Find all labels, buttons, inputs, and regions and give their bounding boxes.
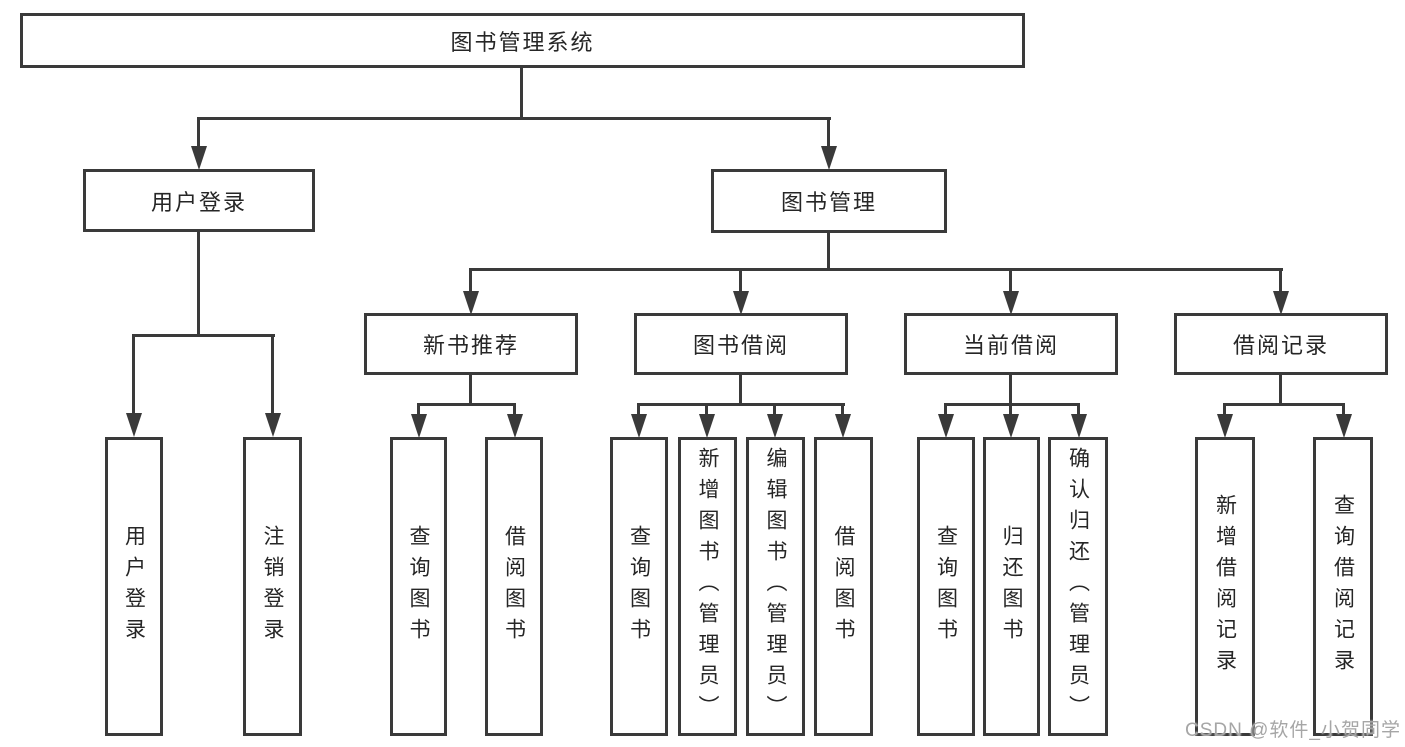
arrowhead-g4-c2 xyxy=(1003,414,1019,438)
leaf-query-books-current: 查询图书 xyxy=(917,437,975,736)
leaf-return-book: 归还图书 xyxy=(983,437,1040,736)
leaf-borrow-books-2: 借阅图书 xyxy=(814,437,873,736)
arrowhead-l3-4 xyxy=(1273,291,1289,315)
connector-l3-drop-2 xyxy=(739,268,742,294)
arrowhead-l3-1 xyxy=(463,291,479,315)
connector-user-split xyxy=(133,334,275,337)
arrowhead-g4-c3 xyxy=(1071,414,1087,438)
node-root: 图书管理系统 xyxy=(20,13,1025,68)
connector-g4-c3-drop xyxy=(1077,403,1080,417)
leaf-edit-book-admin: 编辑图书（管理员） xyxy=(746,437,805,736)
leaf-query-books-recommend-label: 查询图书 xyxy=(407,524,430,649)
leaf-return-book-label: 归还图书 xyxy=(1000,524,1023,649)
connector-l3-drop-1 xyxy=(469,268,472,294)
leaf-logout-label: 注销登录 xyxy=(261,524,284,649)
connector-g2-stem xyxy=(469,374,472,406)
leaf-add-borrow-record-label: 新增借阅记录 xyxy=(1213,493,1237,680)
leaf-logout: 注销登录 xyxy=(243,437,302,736)
connector-level2-rail xyxy=(197,117,831,120)
connector-g3-split xyxy=(637,403,845,406)
connector-g4-c2-drop xyxy=(1009,403,1012,417)
leaf-borrow-books-recommend-label: 借阅图书 xyxy=(502,524,526,649)
arrowhead-g5-c2 xyxy=(1336,414,1352,438)
connector-g5-split xyxy=(1223,403,1345,406)
arrowhead-g4-c1 xyxy=(938,414,954,438)
connector-g4-split xyxy=(944,403,1080,406)
leaf-confirm-return-admin-label: 确认归还（管理员） xyxy=(1066,447,1090,726)
leaf-borrow-books-2-label: 借阅图书 xyxy=(832,524,855,649)
arrowhead-g5-c1 xyxy=(1217,414,1233,438)
leaf-query-borrow-record: 查询借阅记录 xyxy=(1313,437,1373,736)
connector-user-stem xyxy=(197,232,200,337)
connector-l3-drop-4 xyxy=(1279,268,1282,294)
node-root-label: 图书管理系统 xyxy=(450,29,595,55)
connector-l3-drop-3 xyxy=(1009,268,1012,294)
node-new-book-recommend-label: 新书推荐 xyxy=(422,333,519,358)
leaf-confirm-return-admin: 确认归还（管理员） xyxy=(1048,437,1108,736)
connector-g2-c1-drop xyxy=(417,403,420,417)
node-user-login-label: 用户登录 xyxy=(150,189,247,215)
arrowhead-l3-2 xyxy=(733,291,749,315)
arrowhead-g3-c2 xyxy=(699,414,715,438)
connector-g3-c2-drop xyxy=(705,403,708,417)
connector-g4-c1-drop xyxy=(944,403,947,417)
arrowhead-user-child2 xyxy=(265,413,281,437)
connector-g2-split xyxy=(417,403,516,406)
connector-user-child1-drop xyxy=(132,334,135,415)
arrowhead-user-child1 xyxy=(126,413,142,437)
connector-g2-c2-drop xyxy=(513,403,516,417)
leaf-add-book-admin: 新增图书（管理员） xyxy=(678,437,737,736)
leaf-query-books-recommend: 查询图书 xyxy=(390,437,447,736)
node-new-book-recommend: 新书推荐 xyxy=(364,313,578,375)
arrowhead-g3-c3 xyxy=(767,414,783,438)
node-current-borrow: 当前借阅 xyxy=(904,313,1118,375)
connector-user-drop xyxy=(197,117,200,149)
connector-level3-rail xyxy=(469,268,1283,271)
watermark: CSDN @软件_小贺同学 xyxy=(1185,720,1401,741)
leaf-query-books-borrow: 查询图书 xyxy=(610,437,668,736)
connector-g3-stem xyxy=(739,374,742,406)
leaf-user-login-label: 用户登录 xyxy=(122,524,146,649)
leaf-add-borrow-record: 新增借阅记录 xyxy=(1195,437,1255,736)
arrowhead-g3-c1 xyxy=(631,414,647,438)
connector-g3-c3-drop xyxy=(773,403,776,417)
connector-g3-c1-drop xyxy=(637,403,640,417)
leaf-query-books-borrow-label: 查询图书 xyxy=(627,524,651,649)
node-book-management: 图书管理 xyxy=(711,169,947,233)
connector-g5-stem xyxy=(1279,374,1282,406)
node-book-borrow: 图书借阅 xyxy=(634,313,848,375)
arrowhead-g3-c4 xyxy=(835,414,851,438)
connector-g5-c1-drop xyxy=(1223,403,1226,417)
arrowhead-g2-c1 xyxy=(411,414,427,438)
arrowhead-user xyxy=(191,146,207,170)
node-book-management-label: 图书管理 xyxy=(780,190,877,215)
node-current-borrow-label: 当前借阅 xyxy=(962,333,1059,358)
connector-g4-stem xyxy=(1009,374,1012,406)
leaf-add-book-admin-label: 新增图书（管理员） xyxy=(696,447,719,726)
node-borrow-records-label: 借阅记录 xyxy=(1232,333,1329,358)
connector-g5-c2-drop xyxy=(1342,403,1345,417)
connector-user-child2-drop xyxy=(271,334,274,415)
connector-mgmt-drop xyxy=(827,117,830,149)
arrowhead-g2-c2 xyxy=(507,414,523,438)
node-user-login: 用户登录 xyxy=(83,169,315,232)
leaf-user-login: 用户登录 xyxy=(105,437,163,736)
connector-g3-c4-drop xyxy=(841,403,844,417)
leaf-query-books-current-label: 查询图书 xyxy=(934,524,958,649)
leaf-query-borrow-record-label: 查询借阅记录 xyxy=(1331,493,1355,680)
node-book-borrow-label: 图书借阅 xyxy=(692,333,789,358)
node-borrow-records: 借阅记录 xyxy=(1174,313,1388,375)
connector-mgmt-stem xyxy=(827,233,830,271)
leaf-edit-book-admin-label: 编辑图书（管理员） xyxy=(764,447,787,726)
leaf-borrow-books-recommend: 借阅图书 xyxy=(485,437,543,736)
arrowhead-mgmt xyxy=(821,146,837,170)
arrowhead-l3-3 xyxy=(1003,291,1019,315)
connector-root-stem xyxy=(520,66,523,120)
